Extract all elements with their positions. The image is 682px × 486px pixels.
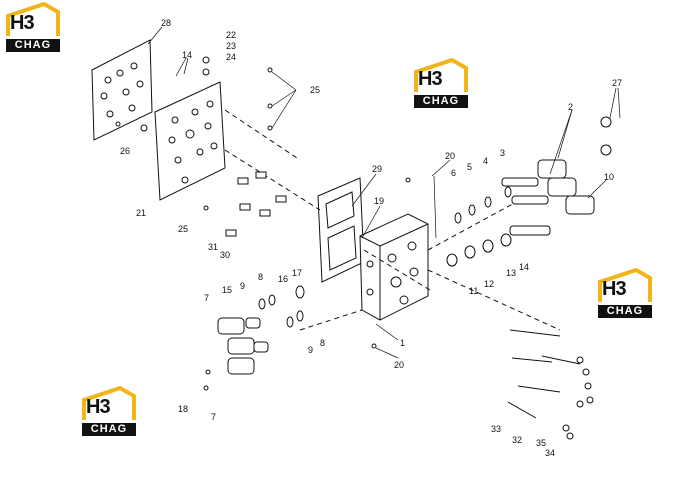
callout-14b: 14 [519, 262, 529, 272]
callout-33: 33 [491, 424, 501, 434]
callout-20b: 20 [394, 360, 404, 370]
brand-logo-right: H3 CHAG [596, 268, 654, 320]
callout-7a: 7 [204, 293, 209, 303]
callout-15: 15 [222, 285, 232, 295]
callout-9a: 9 [240, 281, 245, 291]
callout-labels: 28 14 22 23 24 25 26 21 25 29 19 20 6 5 … [120, 18, 622, 458]
callout-11: 11 [469, 286, 478, 296]
callout-8a: 8 [258, 272, 263, 282]
callout-2: 2 [568, 102, 573, 112]
callout-18: 18 [178, 404, 188, 414]
callout-31: 31 [208, 242, 218, 252]
callout-17: 17 [292, 268, 302, 278]
brand-logo-bottom-left: H3 CHAG [80, 386, 138, 438]
callout-9b: 9 [308, 345, 313, 355]
callout-10: 10 [604, 172, 614, 182]
callout-28: 28 [161, 18, 171, 28]
callout-35: 35 [536, 438, 546, 448]
brand-logo-top-left: H3 CHAG [4, 2, 62, 54]
callout-25a: 25 [310, 85, 320, 95]
callout-20a: 20 [445, 151, 455, 161]
brand-logo-top-center: H3 CHAG [412, 58, 470, 110]
callout-8b: 8 [320, 338, 325, 348]
callout-14: 14 [182, 50, 192, 60]
gasket [317, 177, 365, 283]
callout-12: 12 [484, 279, 494, 289]
callout-32: 32 [512, 435, 522, 445]
callout-22: 22 [226, 30, 236, 40]
callout-23: 23 [226, 41, 236, 51]
callout-26: 26 [120, 146, 130, 156]
callout-13: 13 [506, 268, 516, 278]
callout-29: 29 [372, 164, 382, 174]
callout-27: 27 [612, 78, 622, 88]
callout-4: 4 [483, 156, 488, 166]
callout-16: 16 [278, 274, 288, 284]
callout-6: 6 [451, 168, 456, 178]
callout-7b: 7 [211, 412, 216, 422]
callout-21: 21 [136, 208, 146, 218]
callout-3: 3 [500, 148, 505, 158]
callout-34: 34 [545, 448, 555, 458]
callout-19: 19 [374, 196, 384, 206]
callout-30: 30 [220, 250, 230, 260]
callout-5: 5 [467, 162, 472, 172]
callout-1: 1 [400, 338, 405, 348]
callout-24: 24 [226, 52, 236, 62]
callout-25b: 25 [178, 224, 188, 234]
separator-plate [154, 81, 226, 201]
